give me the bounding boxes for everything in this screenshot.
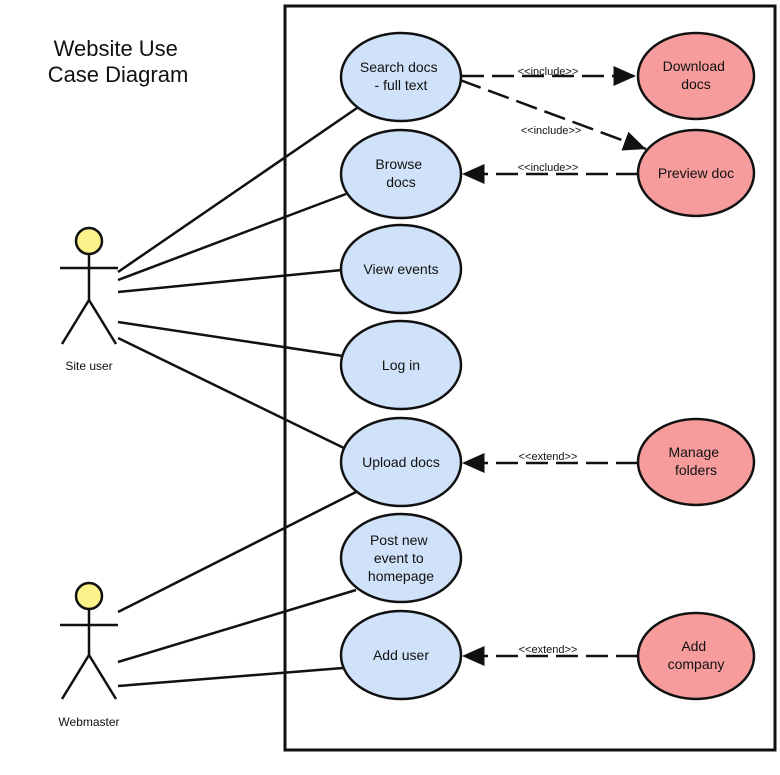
use-case-upload-docs[interactable]: Upload docs: [339, 416, 463, 508]
include-label-browse: <<include>>: [518, 162, 579, 174]
use-case-view-events[interactable]: View events: [339, 223, 463, 315]
assoc-webmaster-add-user: [117, 666, 344, 688]
system-boundary: [283, 4, 777, 752]
svg-text:Add company: Add company: [668, 638, 725, 672]
extend-label-add-user: <<extend>>: [519, 644, 578, 656]
use-case-manage-folders[interactable]: Manage folders: [636, 417, 756, 507]
use-case-post-event[interactable]: Post new event to homepage: [339, 512, 463, 604]
assoc-webmaster-upload-docs: [117, 489, 359, 614]
site-user-head-icon: [74, 226, 104, 256]
svg-text:View events: View events: [363, 261, 438, 277]
extend-label-upload: <<extend>>: [519, 451, 578, 463]
assoc-site-user-search-docs: [117, 106, 358, 274]
assoc-site-user-view-events: [117, 268, 343, 294]
use-case-add-user[interactable]: Add user: [339, 609, 463, 701]
assoc-webmaster-post-event: [117, 588, 357, 664]
use-case-download-docs[interactable]: Download docs: [636, 31, 756, 121]
diagram-title: Website Use Case Diagram: [48, 36, 189, 87]
svg-text:Log in: Log in: [382, 357, 420, 373]
assoc-site-user-browse-docs: [117, 192, 347, 282]
actor-site-user[interactable]: [60, 226, 118, 345]
webmaster-head-icon: [74, 581, 104, 611]
assoc-site-user-log-in: [117, 320, 344, 358]
svg-text:Post new event to: Post new event to homepage: [368, 532, 434, 584]
dependency-lines: [459, 66, 647, 666]
use-case-add-company[interactable]: Add company: [636, 611, 756, 701]
svg-text:Manage folders: Manage folders: [668, 444, 723, 478]
svg-text:Upload docs: Upload docs: [362, 454, 440, 470]
use-case-preview-doc[interactable]: Preview doc: [636, 128, 756, 218]
include-label-download: <<include>>: [518, 66, 579, 78]
use-case-search-docs[interactable]: Search docs - full text: [339, 31, 463, 123]
assoc-site-user-upload-docs: [117, 336, 349, 452]
use-case-browse-docs[interactable]: Browse docs: [339, 128, 463, 220]
associations: [117, 106, 359, 688]
include-line-preview: [459, 78, 647, 151]
svg-text:Download docs: Download docs: [663, 58, 730, 92]
svg-text:Browse docs: Browse docs: [375, 156, 426, 190]
use-case-log-in[interactable]: Log in: [339, 319, 463, 411]
svg-text:Search docs - full text: Search docs - full text: [360, 59, 442, 93]
actor-label-webmaster: Webmaster: [58, 715, 119, 729]
svg-text:Add user: Add user: [373, 647, 429, 663]
svg-text:Preview doc: Preview doc: [658, 165, 734, 181]
actor-label-site-user: Site user: [65, 359, 112, 373]
include-label-preview: <<include>>: [521, 125, 582, 137]
actor-webmaster[interactable]: [60, 581, 118, 700]
